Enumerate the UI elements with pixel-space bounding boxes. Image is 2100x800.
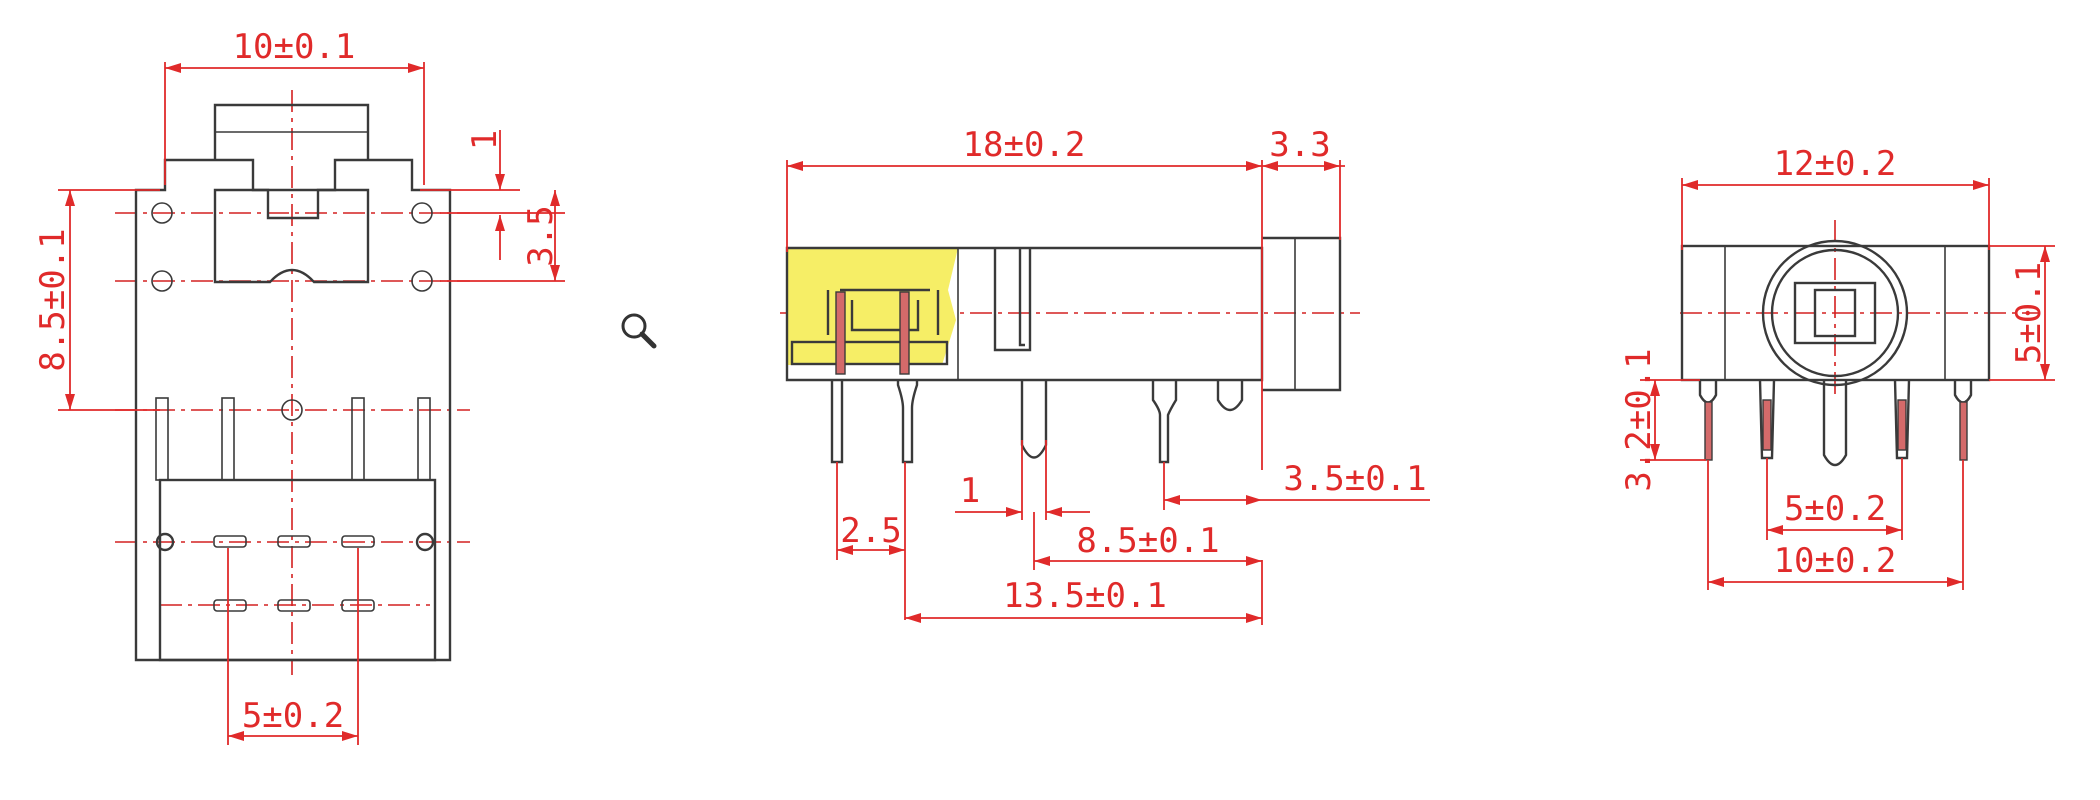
dim-side-pin-gap: 2.5 <box>836 462 906 620</box>
dim-top-pin-pitch-label: 5±0.2 <box>242 696 344 736</box>
dim-top-pin-pitch: 5±0.2 <box>227 548 359 745</box>
mounting-hole <box>411 270 433 292</box>
pcb-hole <box>415 532 435 552</box>
dim-side-length: 18±0.2 <box>786 125 1263 470</box>
dim-side-pin-offset-b: 3.5±0.1 <box>1163 459 1430 510</box>
dim-side-pin-offset-c: 13.5±0.1 <box>905 560 1263 625</box>
dim-front-width: 12±0.2 <box>1681 144 1990 250</box>
dim-side-pin-width: 1 <box>955 440 1090 520</box>
front-view-socket-inner <box>1770 248 1900 378</box>
pcb-hole <box>155 532 175 552</box>
top-view: 10±0.1 1 3.5 8.5±0.1 <box>33 27 565 745</box>
dim-front-pin-pitch-outer-label: 10±0.2 <box>1774 541 1897 581</box>
side-view-cutaway <box>787 248 958 365</box>
front-view-plug-core <box>1813 288 1857 338</box>
side-view-slot <box>993 248 1032 352</box>
mounting-hole <box>151 270 173 292</box>
dim-side-pin-offset-a-label: 8.5±0.1 <box>1076 521 1219 561</box>
dim-front-pin-height-label: 3.2±0.1 <box>1619 348 1659 491</box>
top-view-pads <box>213 535 375 612</box>
side-view: 18±0.2 3.3 2.5 1 <box>780 125 1430 625</box>
top-view-lower-housing <box>158 478 437 662</box>
dim-side-pin-offset-c-label: 13.5±0.1 <box>1003 576 1167 616</box>
dim-front-height-label: 5±0.1 <box>2009 262 2049 364</box>
side-view-base-plate <box>790 340 949 366</box>
side-view-spring <box>826 288 940 335</box>
dim-top-width: 10±0.1 <box>164 27 425 185</box>
center-hole <box>281 399 303 421</box>
dim-top-hole-pitch: 3.5 <box>440 190 565 282</box>
dim-top-step-label: 1 <box>465 130 505 150</box>
dim-front-height: 5±0.1 <box>1989 245 2055 381</box>
dim-front-pin-pitch-outer: 10±0.2 <box>1707 460 1964 590</box>
dim-front-pin-pitch-inner: 5±0.2 <box>1766 458 1903 540</box>
dim-front-width-label: 12±0.2 <box>1774 144 1897 184</box>
top-view-inner-block <box>213 188 370 284</box>
dim-top-hole-pitch-label: 3.5 <box>521 205 561 266</box>
dim-side-pin-width-label: 1 <box>960 471 980 511</box>
side-view-front-flange <box>1262 236 1342 392</box>
dim-side-front-label: 3.3 <box>1269 125 1330 165</box>
front-view-plug-frame <box>1793 281 1877 345</box>
side-view-contact <box>835 291 846 375</box>
mounting-hole <box>411 202 433 224</box>
dim-side-pin-gap-label: 2.5 <box>840 511 901 551</box>
dim-top-height-label: 8.5±0.1 <box>33 228 73 371</box>
dim-top-height: 8.5±0.1 <box>33 189 160 411</box>
dim-front-pin-height: 3.2±0.1 <box>1619 348 1706 492</box>
dim-front-pin-pitch-inner-label: 5±0.2 <box>1784 489 1886 529</box>
dim-side-length-label: 18±0.2 <box>963 125 1086 165</box>
side-view-pins <box>830 380 1244 464</box>
front-view-body <box>1680 244 1991 382</box>
dim-top-step: 1 <box>420 130 520 260</box>
dim-side-pin-offset-b-label: 3.5±0.1 <box>1283 459 1426 499</box>
front-view-socket-outer <box>1761 239 1909 387</box>
mounting-hole <box>151 202 173 224</box>
dim-top-width-label: 10±0.1 <box>233 27 356 67</box>
front-view: 12±0.2 5±0.1 3.2±0.1 5±0.2 <box>1619 144 2055 590</box>
side-view-contact <box>899 291 910 375</box>
dim-side-front: 3.3 <box>1262 125 1345 240</box>
magnifier-icon[interactable] <box>621 313 657 349</box>
dim-side-pin-offset-a: 8.5±0.1 <box>1033 512 1262 570</box>
